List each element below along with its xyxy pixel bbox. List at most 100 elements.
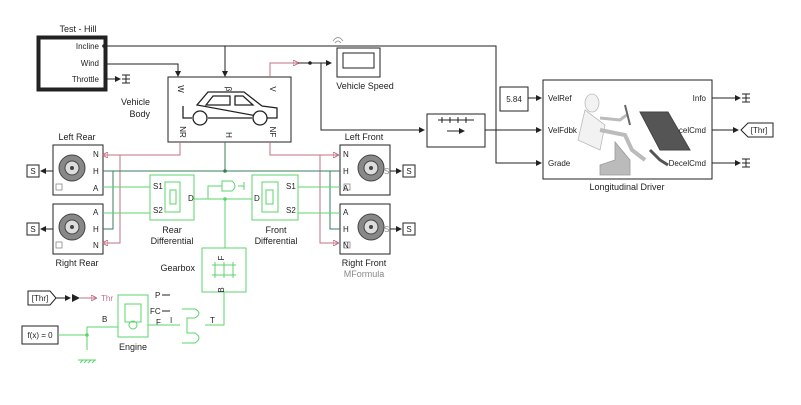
vehicle-body-block[interactable]: Vehicle Body W β V NR H NF [121, 76, 292, 143]
engine-port-fc: FC [150, 307, 161, 316]
lf-port-s: S [384, 167, 389, 176]
s-label: S [406, 225, 411, 234]
lf-port-a: A [343, 184, 349, 193]
lr-port-h: H [93, 167, 99, 176]
front-differential[interactable]: S1 S2 D Front Differential [251, 174, 299, 246]
car-wheel-rear-icon [192, 110, 208, 126]
test-hill-block[interactable]: Test - Hill Incline Wind Throttle [36, 24, 108, 92]
converter-icon [72, 294, 80, 302]
vb-port-v: V [268, 86, 277, 92]
solver-configuration-block[interactable]: f(x) = 0 [21, 325, 89, 345]
fd-port-s2: S2 [286, 206, 296, 215]
wheel-right-rear-label: Right Rear [55, 258, 98, 268]
front-diff-label-2: Differential [255, 236, 298, 246]
inertia-link [207, 185, 222, 199]
goto-thr-tag[interactable]: [Thr] [740, 122, 774, 138]
ruler-icon [438, 117, 474, 123]
engine-block[interactable]: B P FC F I T Engine [86, 291, 215, 352]
gearbox-block[interactable]: Gearbox F B [160, 247, 247, 326]
from-thr-tag[interactable]: [Thr] Thr [27, 290, 113, 306]
gearbox-label: Gearbox [160, 263, 195, 273]
throttle-terminator[interactable] [104, 74, 130, 84]
test-hill-port-throttle: Throttle [72, 75, 100, 84]
wheel-right-front-label: Right Front [342, 258, 387, 268]
rr-port-a: A [93, 208, 99, 217]
unit-conversion-block[interactable] [426, 113, 542, 148]
solver-badge-icon [343, 241, 351, 249]
wheel-left-rear-label: Left Rear [58, 132, 95, 142]
wheel-right-rear[interactable]: A H N Right Rear [52, 203, 104, 268]
thr-out-label: Thr [101, 294, 113, 303]
normal-force-lines [103, 142, 338, 243]
rear-diff-label-2: Differential [151, 236, 194, 246]
s-terminator-left-rear[interactable]: S [26, 164, 53, 178]
wireless-icon [332, 37, 344, 44]
velocity-signal-line [269, 60, 425, 133]
driver-out-accelcmd: AccelCmd [670, 126, 706, 135]
car-icon [182, 91, 278, 119]
vehicle-speed-label: Vehicle Speed [336, 81, 394, 91]
rear-differential[interactable]: S1 S2 D Rear Differential [149, 174, 195, 246]
rd-port-s1: S1 [153, 182, 163, 191]
rd-port-s2: S2 [153, 206, 163, 215]
vehicle-body-label-1: Vehicle [121, 97, 150, 107]
test-hill-port-incline: Incline [76, 42, 100, 51]
test-hill-port-wind: Wind [81, 59, 99, 68]
longitudinal-driver-block[interactable]: VelRef VelFdbk Grade Info AccelCmd Decel… [542, 79, 750, 192]
wheel-left-front[interactable]: Left Front N H A S [339, 132, 391, 196]
solver-badge-icon [343, 183, 351, 191]
driver-in-velfdbk: VelFdbk [548, 126, 578, 135]
s-terminator-left-front[interactable]: S [390, 164, 416, 178]
wheel-subtitle: MFormula [344, 269, 385, 279]
rr-port-h: H [93, 225, 99, 234]
s-terminator-right-rear[interactable]: S [26, 222, 53, 236]
wind-signal-line [104, 63, 181, 77]
constant-block[interactable]: 5.84 [499, 86, 542, 112]
rf-port-h: H [343, 225, 349, 234]
vb-port-w: W [176, 85, 185, 93]
vehicle-speed-scope[interactable]: Vehicle Speed [332, 37, 394, 92]
piston-icon [124, 303, 142, 323]
solver-label: f(x) = 0 [27, 331, 53, 340]
lr-port-a: A [93, 184, 99, 193]
crank-icon [128, 320, 138, 330]
gearbox-port-b: B [217, 287, 226, 292]
vb-port-nf: NF [268, 127, 277, 138]
lf-port-h: H [343, 167, 349, 176]
s-label: S [30, 167, 35, 176]
driver-out-info: Info [693, 94, 707, 103]
solver-badge-icon [55, 241, 63, 249]
engine-port-f: F [156, 318, 161, 327]
lf-port-n: N [343, 150, 349, 159]
gear-icon [261, 181, 279, 213]
torque-coupling-block[interactable] [182, 308, 200, 344]
engine-port-b: B [102, 315, 107, 324]
s-label: S [406, 167, 411, 176]
rf-port-n: N [343, 241, 349, 250]
s-label: S [30, 225, 35, 234]
ground-icon [78, 359, 96, 364]
front-diff-label-1: Front [265, 225, 287, 235]
driver-in-grade: Grade [548, 159, 571, 168]
fd-port-s1: S1 [286, 182, 296, 191]
driver-in-velref: VelRef [548, 94, 572, 103]
test-hill-title: Test - Hill [59, 24, 96, 34]
driver-label: Longitudinal Driver [589, 182, 664, 192]
engine-port-p: P [155, 291, 160, 300]
constant-value: 5.84 [506, 95, 522, 104]
gearbox-icon [212, 262, 236, 278]
wheel-right-front[interactable]: A H N S Right Front MFormula [339, 203, 391, 279]
vb-port-nr: NR [178, 126, 187, 138]
incline-signal-line [102, 44, 542, 166]
from-thr-label: [Thr] [32, 294, 48, 303]
vb-port-beta: β [224, 87, 233, 92]
inertia-block[interactable] [221, 180, 245, 192]
engine-port-i: I [170, 316, 172, 325]
wheel-left-front-label: Left Front [345, 132, 384, 142]
rf-port-s: S [384, 225, 389, 234]
engine-label: Engine [119, 342, 147, 352]
gear-icon [164, 181, 181, 213]
s-terminator-right-front[interactable]: S [390, 222, 416, 236]
wheel-left-rear[interactable]: Left Rear N H A [52, 132, 104, 196]
differential-links [103, 185, 340, 248]
